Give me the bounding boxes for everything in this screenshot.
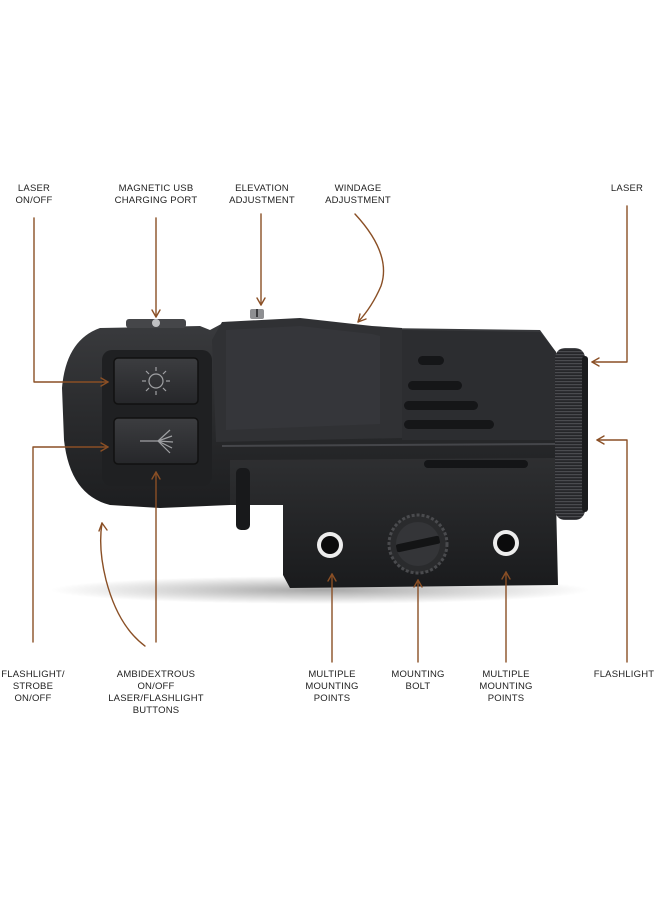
side-slot <box>236 468 250 530</box>
leader-flashlight-strobe <box>32 442 109 643</box>
usb-contact <box>152 319 160 327</box>
top-ridge <box>221 443 557 447</box>
label-flashlight: FLASHLIGHT <box>593 669 655 680</box>
sun-icon <box>142 367 170 395</box>
leader-laser <box>591 205 628 367</box>
flashlight-button[interactable] <box>113 417 199 465</box>
vent-slot <box>404 420 494 429</box>
vent-slot <box>404 401 478 410</box>
mounting-point-right <box>493 530 519 556</box>
leader-mounting-points-left <box>327 573 337 663</box>
laser-flashlight-device <box>62 309 588 588</box>
leader-mounting-points-right <box>501 571 511 663</box>
leader-laser-on-off <box>33 217 109 387</box>
flashlight-beam-icon <box>140 429 174 454</box>
vent-slot <box>408 381 462 390</box>
leader-mounting-bolt <box>413 579 423 663</box>
device-rail-mount <box>230 458 558 588</box>
elevation-screw-slot <box>256 309 258 317</box>
leader-windage <box>354 213 385 323</box>
rail-slot <box>424 460 528 468</box>
leader-ambidextrous <box>98 471 161 647</box>
mounting-bolt[interactable] <box>387 513 449 575</box>
laser-button[interactable] <box>113 357 199 405</box>
vent-slot <box>418 356 444 365</box>
housing-highlight <box>226 326 380 430</box>
leader-flashlight <box>596 435 628 663</box>
bezel-edge <box>582 356 588 512</box>
label-laser: LASER <box>610 183 644 194</box>
mounting-point-left <box>317 532 343 558</box>
knurled-bezel <box>555 348 585 520</box>
leader-magnetic-usb <box>151 217 161 318</box>
leader-elevation <box>256 213 266 306</box>
